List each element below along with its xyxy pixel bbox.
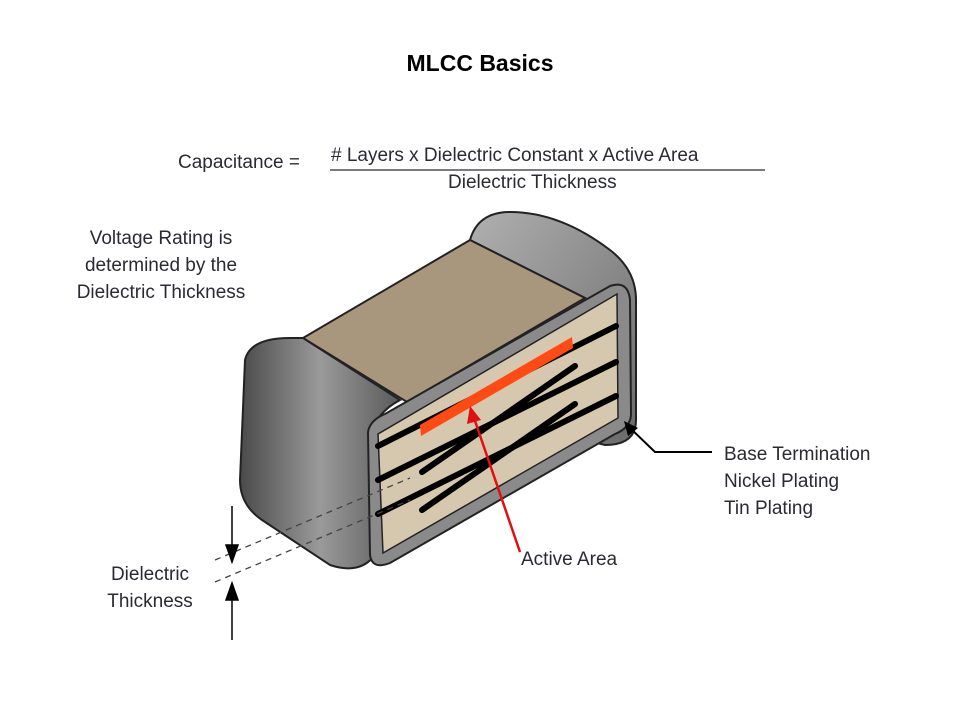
voltage-label-1: Voltage Rating is [89,228,233,249]
dielectric-label-1: Dielectric [110,564,190,585]
termination-label-2: Nickel Plating [724,471,840,492]
formula-numerator: # Layers x Dielectric Constant x Active … [331,145,699,166]
formula-denominator: Dielectric Thickness [448,172,617,193]
formula-lhs: Capacitance = [178,152,300,173]
dimension-arrows [224,506,240,640]
voltage-label-3: Dielectric Thickness [76,282,246,303]
arrow-up-icon [224,580,240,601]
slide-title: MLCC Basics [406,50,554,76]
dashed-guide [214,477,411,561]
active-electrode [420,337,573,436]
arrow-down-icon [224,544,240,565]
termination-label-3: Tin Plating [724,498,814,519]
body-top-face [301,238,588,404]
voltage-label-2: determined by the [84,255,238,276]
termination-label-1: Base Termination [724,444,871,465]
termination-arrow-icon [624,421,638,436]
dielectric-label-2: Thickness [107,591,193,612]
active-area-arrow-icon [467,406,481,424]
active-area-label: Active Area [521,549,618,570]
electrode [375,393,619,517]
electrode [375,359,619,483]
dashed-guide [214,499,411,583]
